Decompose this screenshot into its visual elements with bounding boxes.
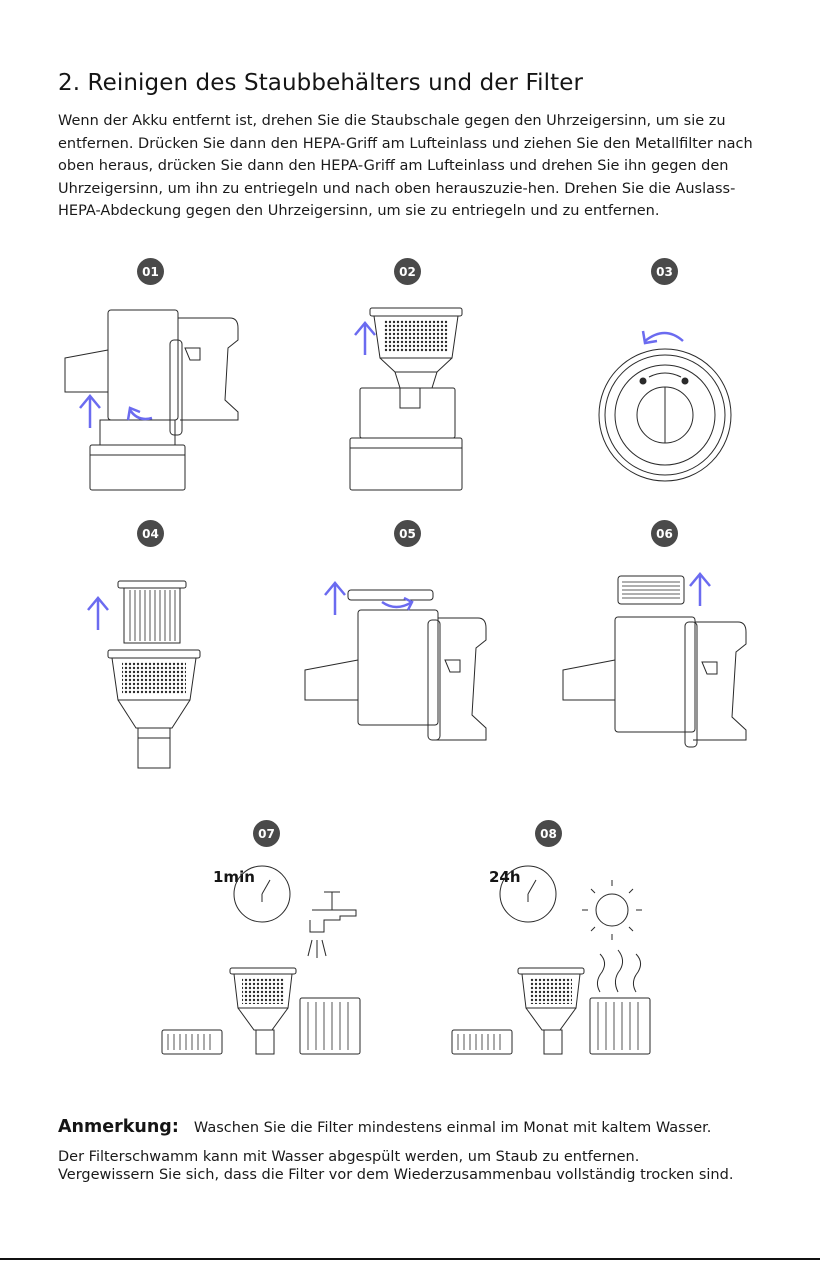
steam-icon <box>597 950 640 992</box>
step-badge-03: 03 <box>651 258 678 285</box>
note-row: Anmerkung: Waschen Sie die Filter mindes… <box>58 1117 711 1137</box>
note-line-1: Der Filterschwamm kann mit Wasser abgesp… <box>58 1149 640 1165</box>
arrow-up-icon <box>88 598 108 630</box>
note-label: Anmerkung: <box>58 1117 179 1137</box>
rotate-arrow-icon <box>382 598 412 610</box>
clock-icon <box>500 866 556 922</box>
arrow-up-icon <box>80 396 100 428</box>
step-03-illustration <box>595 325 740 485</box>
step-badge-05: 05 <box>394 520 421 547</box>
step-06-illustration <box>560 572 780 757</box>
step-08-illustration <box>450 862 665 1057</box>
step-02-illustration <box>340 300 480 500</box>
clock-icon <box>234 866 290 922</box>
step-01-illustration <box>60 300 250 500</box>
timer-label-24h: 24h <box>489 868 521 886</box>
step-04-illustration <box>80 578 200 778</box>
note-line-2: Vergewissern Sie sich, dass die Filter v… <box>58 1167 734 1183</box>
step-05-illustration <box>300 580 490 760</box>
section-intro: Wenn der Akku entfernt ist, drehen Sie d… <box>58 113 753 219</box>
arrow-up-icon <box>690 574 710 606</box>
step-badge-04: 04 <box>137 520 164 547</box>
section-title: 2. Reinigen des Staubbehälters und der F… <box>58 70 584 96</box>
note-text: Waschen Sie die Filter mindestens einmal… <box>193 1120 712 1136</box>
arrow-up-icon <box>325 583 345 615</box>
step-badge-02: 02 <box>394 258 421 285</box>
rotate-ccw-arrow-icon <box>643 331 683 343</box>
step-badge-01: 01 <box>137 258 164 285</box>
step-badge-06: 06 <box>651 520 678 547</box>
note-body: Der Filterschwamm kann mit Wasser abgesp… <box>58 1148 798 1184</box>
step-badge-08: 08 <box>535 820 562 847</box>
page-bottom-rule <box>0 1258 820 1260</box>
step-07-illustration <box>160 862 370 1057</box>
arrow-up-icon <box>355 323 375 355</box>
rotate-arrow-icon <box>128 408 152 420</box>
step-badge-07: 07 <box>253 820 280 847</box>
sun-icon <box>582 880 642 940</box>
faucet-icon <box>308 892 356 958</box>
